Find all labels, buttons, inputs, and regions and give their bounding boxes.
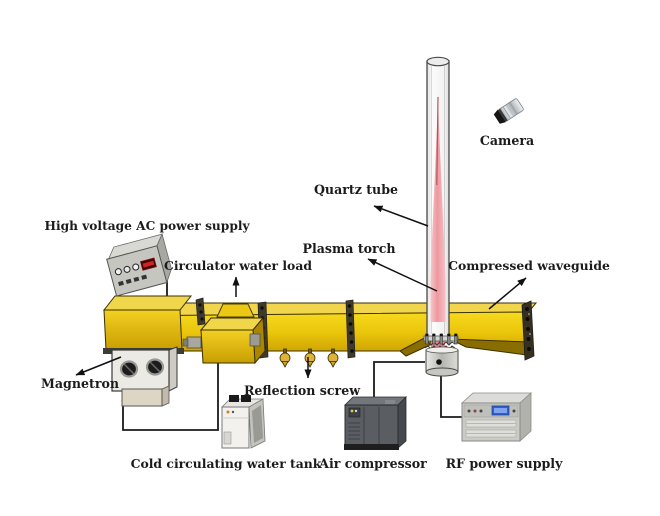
base-cylinder-port	[436, 359, 442, 365]
reflection-screw-2	[304, 348, 316, 368]
launcher-top-face	[102, 295, 193, 311]
annotation-arrows	[75, 205, 527, 379]
torch-base-assembly	[423, 333, 459, 377]
cold-water-tank-unit	[221, 395, 266, 449]
annotation-labels: High voltage AC power supply Circulator …	[41, 133, 610, 471]
compressed-waveguide-arrow	[488, 277, 527, 310]
magnetron-unit	[111, 346, 178, 407]
compressor-control-panel	[348, 407, 361, 418]
quartz-tube-arrow	[373, 205, 429, 227]
circulator-connector	[249, 333, 261, 347]
waveguide-launcher-section	[102, 295, 193, 354]
reflection-screw-1	[279, 348, 291, 368]
camera-icon	[493, 98, 524, 124]
tank-side-grille	[252, 405, 263, 443]
label-air-compressor: Air compressor	[318, 456, 427, 471]
waveguide-flanges	[195, 297, 535, 361]
tank-fin-1	[229, 395, 239, 402]
label-quartz-tube: Quartz tube	[314, 182, 398, 197]
circulator-top-face	[199, 317, 265, 331]
circulator-port-left	[186, 336, 202, 349]
magnetron-port-2	[145, 358, 165, 376]
compressor-top-face	[344, 396, 407, 406]
circulator-water-load-box	[182, 316, 266, 365]
launcher-front-face	[103, 309, 183, 351]
label-cold-tank: Cold circulating water tank	[131, 456, 322, 471]
tank-fin-2	[241, 395, 251, 402]
magnetron-side-face	[168, 346, 178, 392]
magnetron-lower-box-side	[161, 385, 170, 407]
label-compressed-waveguide: Compressed waveguide	[448, 258, 610, 273]
rf-front-top-strip	[463, 404, 519, 418]
label-magnetron: Magnetron	[41, 376, 119, 391]
quartz-tube-shape	[426, 56, 450, 338]
tube-top-opening	[426, 56, 450, 67]
plasma-column	[430, 95, 446, 322]
circulator-port-left-cap	[182, 338, 189, 347]
magnetron-arrow	[75, 356, 122, 376]
air-compressor-hose	[373, 361, 425, 400]
circulator-hump	[216, 303, 255, 318]
base-cylinder-top	[425, 346, 459, 354]
plasma-core-line	[436, 96, 439, 186]
label-hv-supply: High voltage AC power supply	[44, 219, 250, 233]
air-compressor-unit	[344, 396, 407, 450]
base-cylinder-bottom	[425, 367, 459, 377]
label-camera: Camera	[480, 133, 534, 148]
reflection-screw-3	[327, 348, 339, 368]
magnetron-lower-box	[121, 388, 163, 407]
label-rf-supply: RF power supply	[446, 456, 564, 471]
compressor-side-face	[397, 396, 407, 449]
circulator-front-face	[200, 329, 256, 364]
flange-plate-3	[345, 299, 356, 359]
label-plasma-torch: Plasma torch	[302, 241, 395, 256]
label-reflection-screw: Reflection screw	[244, 383, 361, 398]
label-circulator: Circulator water load	[164, 258, 312, 273]
rf-top-face	[460, 392, 533, 404]
rf-supply-cable	[440, 374, 462, 418]
waveguide-right-taper-shadow	[449, 338, 528, 356]
compressor-base	[344, 444, 399, 450]
hv-power-supply-unit	[106, 232, 172, 297]
plasma-torch-arrow	[367, 258, 438, 292]
reflection-screws	[279, 348, 339, 368]
magnetron-port-1	[119, 360, 139, 378]
rf-power-supply-unit	[460, 392, 533, 442]
